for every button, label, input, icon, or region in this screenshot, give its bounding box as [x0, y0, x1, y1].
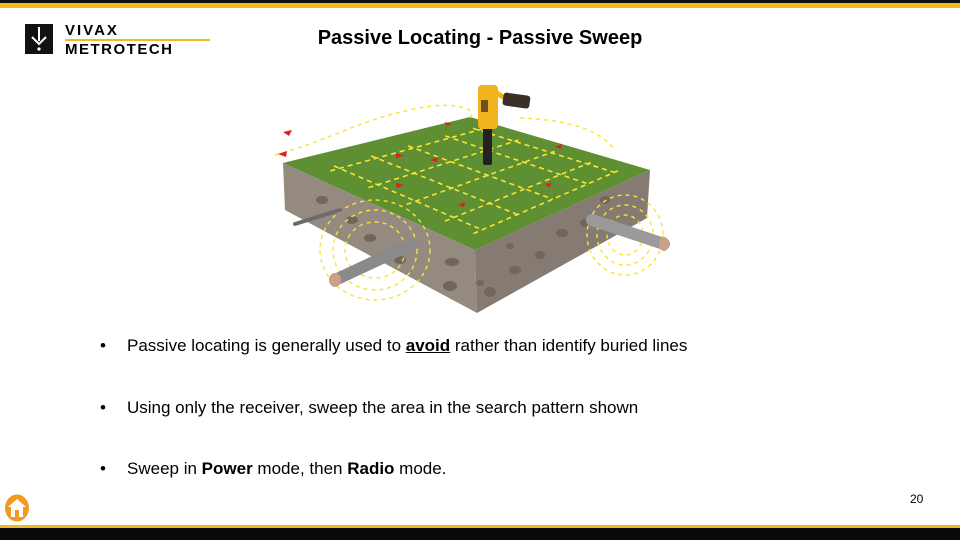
bullet-text: Using only the receiver, sweep the area …: [127, 398, 639, 417]
bullet-text: Passive locating is generally used to: [127, 336, 406, 355]
bottom-yellow-bar: [0, 525, 960, 528]
emphasis-radio: Radio: [347, 459, 395, 478]
home-button[interactable]: [3, 493, 31, 523]
bullet-text: Sweep in: [127, 459, 202, 478]
emphasis-avoid: avoid: [405, 336, 451, 355]
receiver-locator-icon: [478, 85, 531, 165]
bullet-marker: •: [100, 398, 106, 417]
top-black-bar: [0, 0, 960, 3]
page-number: 20: [910, 492, 924, 506]
sweep-path-line: [444, 135, 589, 185]
logo-text-metrotech: METROTECH: [65, 41, 174, 58]
slide-title: Passive Locating - Passive Sweep: [317, 27, 643, 49]
vivax-metrotech-logo: VIVAX METROTECH: [25, 22, 215, 58]
bullet-marker: •: [100, 336, 106, 355]
direction-arrows: [278, 122, 562, 207]
soil-right-face: [475, 170, 650, 313]
pipe-right: [586, 214, 670, 251]
search-pattern-grid: [330, 127, 619, 235]
logo-mark-icon: [25, 24, 53, 54]
emphasis-power: Power: [201, 459, 253, 478]
logo-divider: [65, 39, 210, 41]
passive-sweep-illustration: [274, 85, 670, 313]
home-icon: [5, 494, 29, 522]
bullet-text: rather than identify buried lines: [450, 336, 688, 355]
sweep-path-line: [472, 127, 615, 174]
bottom-black-bar: [0, 528, 960, 540]
bullet-marker: •: [100, 459, 106, 478]
soil-left-face: [283, 163, 477, 313]
pipe-small-left: [293, 208, 342, 226]
top-yellow-bar: [0, 3, 960, 8]
sweep-path-line: [407, 145, 553, 200]
sweep-path-line: [406, 150, 555, 206]
bullet-text: mode.: [394, 459, 447, 478]
pipe-front-left: [329, 238, 418, 287]
bullet-text: mode, then: [252, 459, 348, 478]
logo-text-vivax: VIVAX: [65, 22, 119, 39]
